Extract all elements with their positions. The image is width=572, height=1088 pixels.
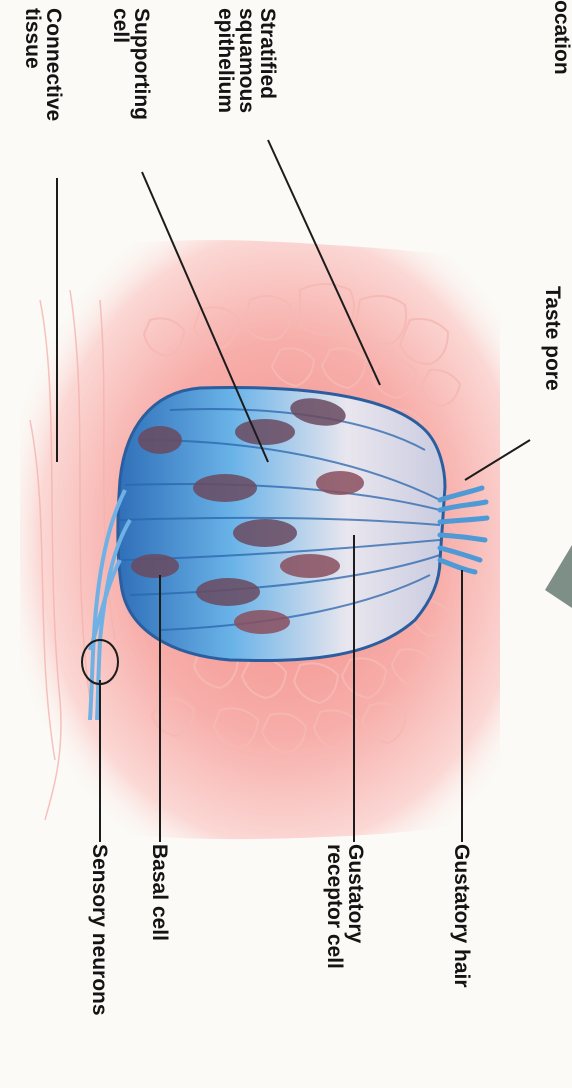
- taste-bud: [118, 387, 445, 660]
- label-sensory-neurons: Sensory neurons: [89, 844, 110, 1016]
- label-supporting-cell: Supporting cell: [110, 8, 152, 120]
- label-connective-tissue: Connective tissue: [22, 8, 64, 121]
- label-gustatory-receptor-cell: Gustatory receptor cell: [324, 844, 366, 969]
- label-taste-pore: Taste pore: [542, 286, 563, 391]
- label-stratified-squamous-epithelium: Stratified squamous epithelium: [215, 8, 278, 113]
- label-gustatory-hair: Gustatory hair: [451, 844, 472, 988]
- pointer-triangle: [545, 545, 572, 608]
- label-location: ocation: [551, 0, 572, 75]
- label-basal-cell: Basal cell: [149, 844, 170, 941]
